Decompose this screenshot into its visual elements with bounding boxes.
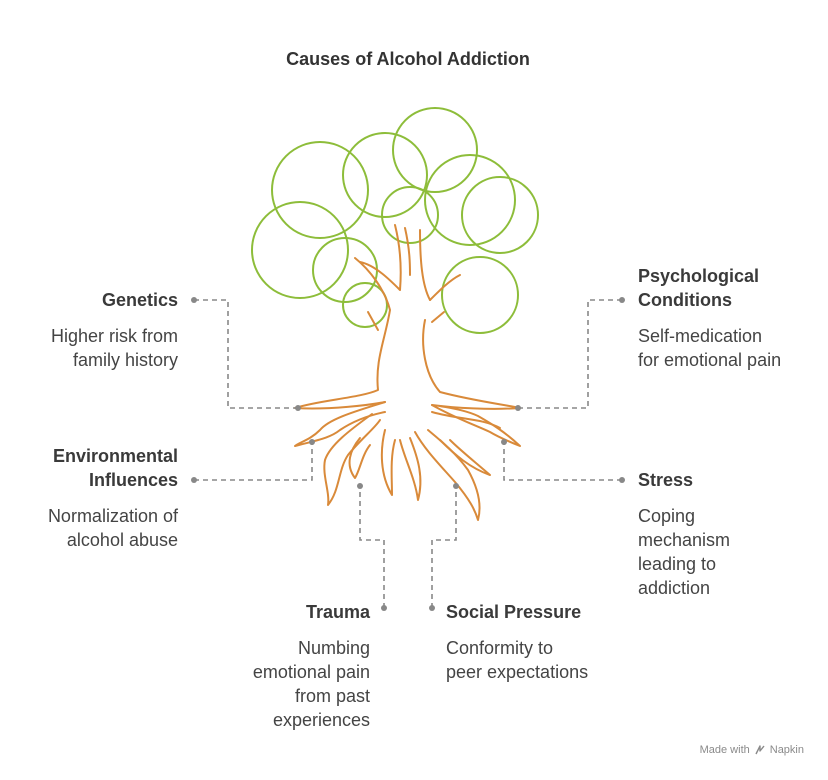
stress-description: Coping mechanism leading to addiction — [638, 506, 731, 598]
environmental-heading: Environmental Influences — [52, 446, 178, 490]
psychological-heading: Psychological Conditions — [638, 266, 760, 310]
trauma-description: Numbing emotional pain from past experie… — [252, 638, 370, 730]
napkin-logo-icon — [755, 745, 765, 755]
genetics-description: Higher risk from family history — [50, 326, 178, 370]
connector-psychological — [518, 299, 622, 409]
footer-text: Made with — [699, 744, 750, 756]
tree-roots — [294, 401, 521, 521]
genetics-heading: Genetics — [101, 290, 178, 310]
stress-heading: Stress — [638, 470, 694, 490]
footer-credit[interactable]: Made with Napkin — [700, 744, 804, 756]
connector-genetics — [194, 299, 298, 409]
diagram-title: Causes of Alcohol Addiction — [286, 49, 530, 69]
psychological-description: Self-medication for emotional pain — [638, 326, 782, 370]
connectors — [194, 299, 622, 608]
social-pressure-heading: Social Pressure — [446, 602, 582, 622]
connector-trauma — [359, 486, 385, 608]
connector-environmental — [194, 442, 313, 481]
connector-dots — [191, 297, 625, 611]
footer-brand: Napkin — [769, 744, 804, 756]
tree-trunk — [294, 224, 521, 410]
tree-foliage — [251, 107, 539, 334]
environmental-description: Normalization of alcohol abuse — [47, 506, 178, 550]
social-pressure-description: Conformity to peer expectations — [446, 638, 589, 682]
connector-social — [431, 486, 457, 608]
connector-stress — [503, 442, 622, 481]
trauma-heading: Trauma — [305, 602, 370, 622]
